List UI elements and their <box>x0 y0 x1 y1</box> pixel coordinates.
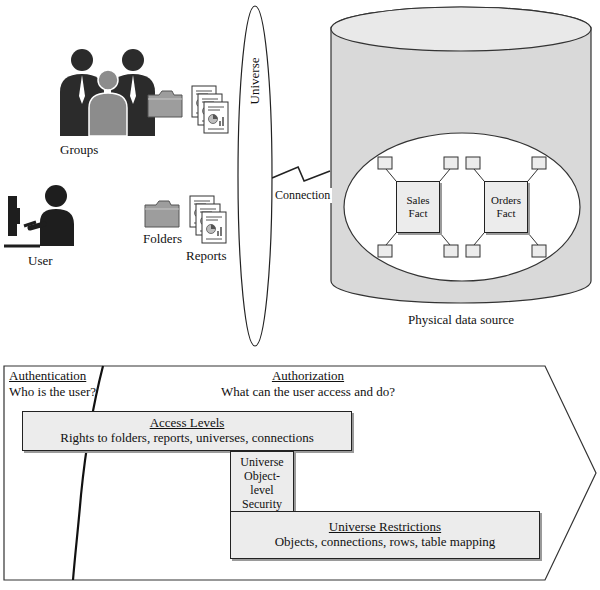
box-heading: Access Levels <box>27 416 347 431</box>
box-body: Rights to folders, reports, universes, c… <box>27 431 347 446</box>
user-at-computer-icon <box>4 185 74 246</box>
folder-icon <box>145 201 179 227</box>
folder-icon <box>148 91 182 117</box>
report-pages-icon <box>192 86 228 133</box>
universe-ellipse: Universe <box>237 5 273 347</box>
cylinder-outline <box>330 5 592 305</box>
object-security-box: Universe Object-level Security <box>230 451 294 517</box>
icon-caption: Groups <box>60 142 98 158</box>
dimension-table-box <box>466 157 480 169</box>
icon-caption: User <box>28 253 53 269</box>
icon-caption: Folders <box>143 231 182 247</box>
connection-line <box>272 167 330 181</box>
dimension-table-box <box>444 157 458 169</box>
phase-question: What can the user access and do? <box>143 385 473 400</box>
node-label: Orders Fact <box>489 194 523 219</box>
report-pages-icon <box>190 196 226 243</box>
node-label: Universe Object-level Security <box>235 456 289 511</box>
fact-table-box: Sales Fact <box>396 181 440 233</box>
group-people-icon <box>60 49 155 136</box>
data-source-cylinder: Sales FactOrders FactPhysical data sourc… <box>330 5 592 305</box>
icon-caption: Reports <box>186 248 226 264</box>
schema-ellipse <box>344 133 580 281</box>
security-process-arrow: Access LevelsRights to folders, reports,… <box>3 365 598 582</box>
dimension-table-box <box>378 157 392 169</box>
phase-heading: Authorization <box>208 369 408 384</box>
dimension-table-box <box>466 245 480 257</box>
dimension-table-box <box>532 245 546 257</box>
box-body: Objects, connections, rows, table mappin… <box>235 535 535 550</box>
dimension-table-box <box>378 245 392 257</box>
node-label: Universe <box>248 58 263 105</box>
node-label: Physical data source <box>330 313 592 328</box>
phase-question: Who is the user? <box>9 385 96 400</box>
ellipse-outline <box>237 5 273 347</box>
connection-label: Connection <box>273 188 332 203</box>
dimension-table-box <box>532 157 546 169</box>
restrictions-box: Universe RestrictionsObjects, connection… <box>230 511 540 559</box>
phase-heading: Authentication <box>9 369 86 384</box>
access-levels-box: Access LevelsRights to folders, reports,… <box>22 411 352 451</box>
node-label: Sales Fact <box>401 194 435 219</box>
box-heading: Universe Restrictions <box>235 520 535 535</box>
fact-table-box: Orders Fact <box>484 181 528 233</box>
dimension-table-box <box>444 245 458 257</box>
